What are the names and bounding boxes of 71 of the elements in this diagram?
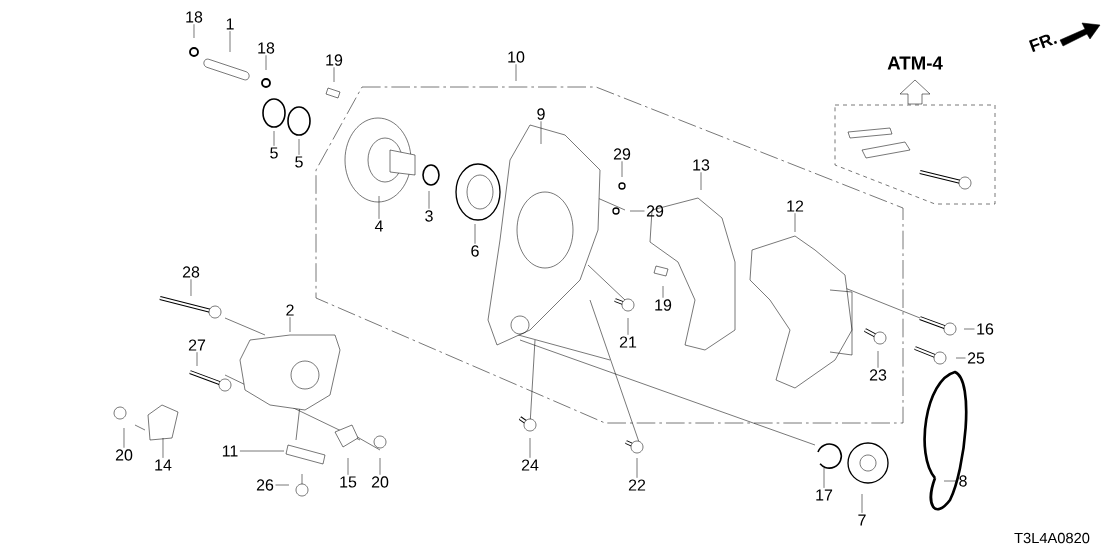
leader-line bbox=[289, 316, 291, 333]
callout-number: 11 bbox=[222, 445, 238, 457]
leader-line bbox=[265, 55, 267, 71]
leader-line bbox=[379, 457, 381, 475]
section-reference: ATM-4 bbox=[887, 56, 943, 70]
leader-line bbox=[298, 138, 300, 156]
leader-line bbox=[347, 457, 349, 476]
callout-number: 17 bbox=[816, 489, 833, 501]
callout-number: 21 bbox=[619, 336, 637, 348]
callout-number: 18 bbox=[258, 42, 275, 54]
callout-number: 5 bbox=[270, 147, 278, 159]
callout-number: 24 bbox=[521, 459, 539, 471]
leader-line bbox=[190, 279, 192, 297]
callout-number: 6 bbox=[471, 245, 479, 257]
callout-number: 4 bbox=[374, 220, 383, 232]
callout-number: 16 bbox=[977, 323, 994, 335]
callout-number: 7 bbox=[858, 514, 866, 526]
leader-line bbox=[229, 30, 231, 53]
leader-line bbox=[273, 130, 275, 147]
callout-number: 10 bbox=[508, 51, 525, 63]
leader-line bbox=[540, 121, 542, 145]
callout-number: 12 bbox=[787, 200, 804, 212]
callout-number: 28 bbox=[182, 266, 200, 278]
leader-line bbox=[955, 357, 966, 359]
leader-line bbox=[662, 285, 664, 298]
front-direction-label: FR. bbox=[1028, 34, 1058, 52]
callout-number: 1 bbox=[226, 18, 234, 30]
leader-line bbox=[123, 427, 125, 448]
callout-number: 2 bbox=[286, 304, 294, 316]
callout-number: 8 bbox=[959, 475, 967, 487]
callout-number: 19 bbox=[326, 54, 343, 66]
leader-line bbox=[428, 190, 430, 209]
callout-number: 29 bbox=[646, 205, 664, 217]
callout-number: 27 bbox=[188, 339, 206, 351]
callout-number: 25 bbox=[967, 352, 985, 364]
leader-line bbox=[333, 67, 335, 83]
leader-line bbox=[474, 223, 476, 244]
callout-number: 18 bbox=[186, 11, 203, 23]
leader-line bbox=[378, 195, 380, 220]
callout-number: 20 bbox=[371, 476, 389, 488]
callout-number: 13 bbox=[693, 159, 710, 171]
leader-line bbox=[621, 161, 623, 178]
callout-number: 5 bbox=[295, 156, 303, 168]
diagram-code: T3L4A0820 bbox=[1014, 532, 1090, 544]
leader-line bbox=[877, 350, 879, 368]
callout-number: 9 bbox=[537, 108, 545, 120]
leader-line bbox=[943, 480, 958, 482]
leader-line bbox=[629, 210, 645, 212]
leader-line bbox=[275, 484, 290, 486]
leader-line bbox=[529, 437, 531, 459]
leader-line bbox=[162, 437, 164, 459]
leader-line bbox=[823, 467, 825, 489]
leader-line bbox=[636, 457, 638, 479]
callout-number: 26 bbox=[256, 479, 274, 491]
leader-line bbox=[196, 351, 198, 367]
callout-number: 23 bbox=[869, 369, 887, 381]
callout-number: 3 bbox=[425, 210, 433, 222]
leader-line bbox=[794, 212, 796, 233]
callout-number: 20 bbox=[115, 449, 133, 461]
callout-number: 15 bbox=[340, 476, 357, 488]
leader-line bbox=[627, 317, 629, 336]
callout-number: 29 bbox=[613, 148, 631, 160]
leader-line bbox=[239, 450, 285, 452]
leader-line bbox=[700, 172, 702, 191]
leader-line bbox=[193, 24, 195, 39]
leader-line bbox=[515, 64, 517, 82]
callout-number: 22 bbox=[628, 479, 646, 491]
leader-line bbox=[861, 493, 863, 514]
leader-line bbox=[963, 328, 975, 330]
callout-number: 19 bbox=[655, 299, 672, 311]
callout-number: 14 bbox=[155, 459, 172, 471]
